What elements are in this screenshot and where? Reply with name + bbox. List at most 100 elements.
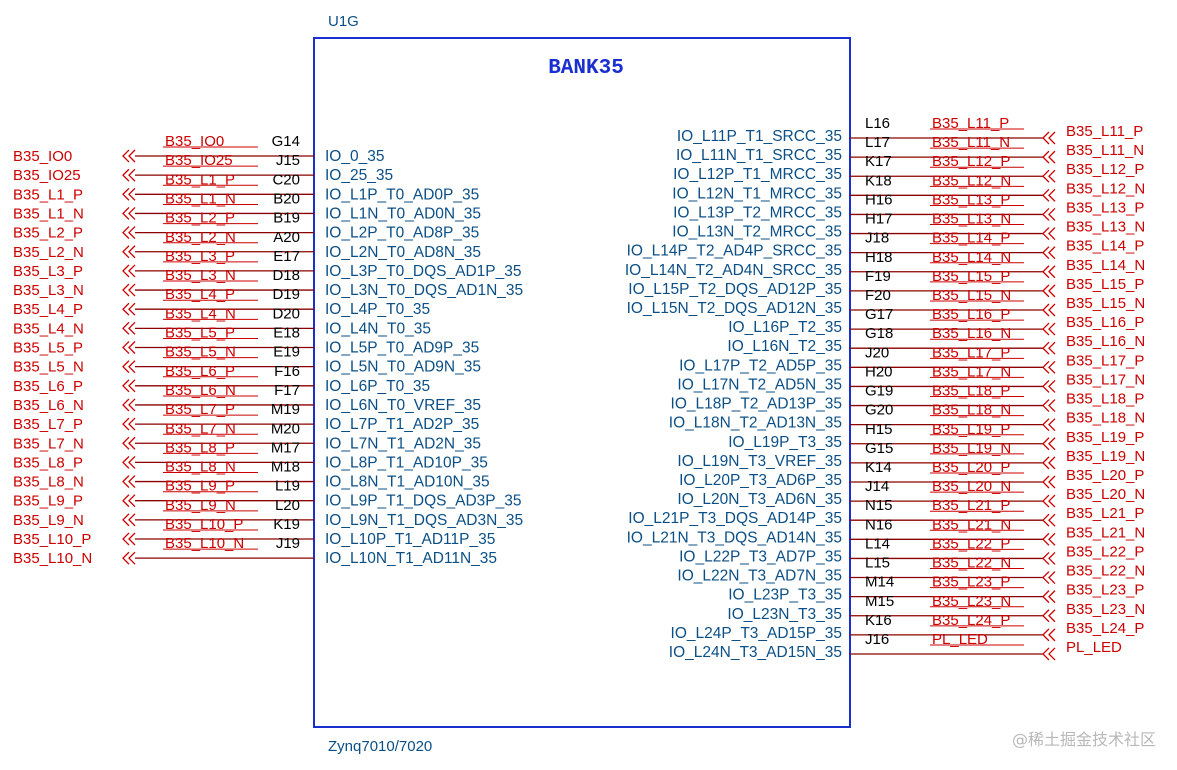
component-part-value: Zynq7010/7020 <box>328 738 432 755</box>
net-label: B35_L9_P <box>165 478 235 495</box>
pin-number: D19 <box>272 286 300 303</box>
pin-number: G17 <box>865 306 893 323</box>
net-label: B35_L16_N <box>932 325 1011 342</box>
off-page-connector-icon <box>1042 494 1056 508</box>
pin-number: A20 <box>273 229 300 246</box>
off-page-port-label: B35_L16_P <box>1066 314 1144 331</box>
watermark: @稀土掘金技术社区 <box>1012 730 1156 749</box>
off-page-connector-icon <box>1042 456 1056 470</box>
off-page-port-label: B35_L10_N <box>13 550 92 567</box>
pin-name: IO_L14P_T2_AD4P_SRCC_35 <box>627 243 842 260</box>
pin-name: IO_L4N_T0_35 <box>325 320 431 337</box>
off-page-port-label: B35_L13_N <box>1066 219 1145 236</box>
off-page-port-label: B35_L4_N <box>13 320 84 337</box>
off-page-port-label: B35_L10_P <box>13 531 91 548</box>
component-reference: U1G <box>328 13 359 30</box>
off-page-port-label: B35_L15_N <box>1066 295 1145 312</box>
pin-number: L17 <box>865 134 890 151</box>
pin-name: IO_L16N_T2_35 <box>727 338 842 355</box>
off-page-connector-icon <box>122 551 136 565</box>
net-label: B35_L21_P <box>932 497 1010 514</box>
pin-number: M19 <box>271 401 300 418</box>
off-page-port-label: B35_L14_P <box>1066 238 1144 255</box>
net-label: B35_L3_P <box>165 248 235 265</box>
net-label: B35_L2_P <box>165 210 235 227</box>
off-page-port-label: B35_L22_P <box>1066 543 1144 560</box>
off-page-connector-icon <box>1042 227 1056 241</box>
net-label: B35_L24_P <box>932 612 1010 629</box>
pin-name: IO_L18P_T2_AD13P_35 <box>671 396 842 413</box>
pin-number: E19 <box>273 344 300 361</box>
off-page-connector-icon <box>122 379 136 393</box>
pin-number: M17 <box>271 439 300 456</box>
pin-name: IO_0_35 <box>325 148 384 165</box>
off-page-port-label: B35_L21_P <box>1066 505 1144 522</box>
net-label: B35_IO0 <box>165 133 224 150</box>
off-page-port-label: B35_L13_P <box>1066 199 1144 216</box>
pin-name: IO_L24N_T3_AD15N_35 <box>669 644 842 661</box>
pin-number: B19 <box>273 210 300 227</box>
pin-name: IO_L12P_T1_MRCC_35 <box>673 166 842 183</box>
off-page-port-label: B35_L19_P <box>1066 429 1144 446</box>
off-page-connector-icon <box>1042 265 1056 279</box>
pin-number: F16 <box>274 363 300 380</box>
pin-number: G15 <box>865 440 893 457</box>
off-page-port-label: PL_LED <box>1066 639 1122 656</box>
off-page-port-label: B35_L2_N <box>13 244 84 261</box>
off-page-port-label: B35_L17_P <box>1066 352 1144 369</box>
pin-name: IO_L24P_T3_AD15P_35 <box>671 625 842 642</box>
off-page-connector-icon <box>1042 647 1056 661</box>
off-page-port-label: B35_L5_N <box>13 359 84 376</box>
net-label: B35_L22_N <box>932 555 1011 572</box>
pin-number: M14 <box>865 574 894 591</box>
pin-name: IO_L6P_T0_35 <box>325 378 430 395</box>
pin-name: IO_L13P_T2_MRCC_35 <box>673 204 842 221</box>
net-label: B35_L11_N <box>932 134 1010 151</box>
net-label: B35_IO25 <box>165 152 233 169</box>
pin-name: IO_L6N_T0_VREF_35 <box>325 397 481 414</box>
pin-name: IO_L10N_T1_AD11N_35 <box>325 550 497 567</box>
pin-name: IO_L15N_T2_DQS_AD12N_35 <box>627 300 842 317</box>
off-page-port-label: B35_L2_P <box>13 225 83 242</box>
off-page-connector-icon <box>122 417 136 431</box>
off-page-connector-icon <box>122 226 136 240</box>
off-page-connector-icon <box>122 360 136 374</box>
pin-number: H20 <box>865 363 893 380</box>
off-page-connector-icon <box>1042 246 1056 260</box>
off-page-port-label: B35_L7_N <box>13 435 84 452</box>
off-page-connector-icon <box>122 302 136 316</box>
pin-number: H16 <box>865 191 893 208</box>
off-page-port-label: B35_L1_N <box>13 205 84 222</box>
pin-number: D20 <box>272 305 300 322</box>
pin-number: N15 <box>865 497 893 514</box>
off-page-port-label: B35_L20_P <box>1066 467 1144 484</box>
pin-name: IO_L19N_T3_VREF_35 <box>677 453 842 470</box>
off-page-port-label: B35_L14_N <box>1066 257 1145 274</box>
pin-name: IO_L7N_T1_AD2N_35 <box>325 435 481 452</box>
